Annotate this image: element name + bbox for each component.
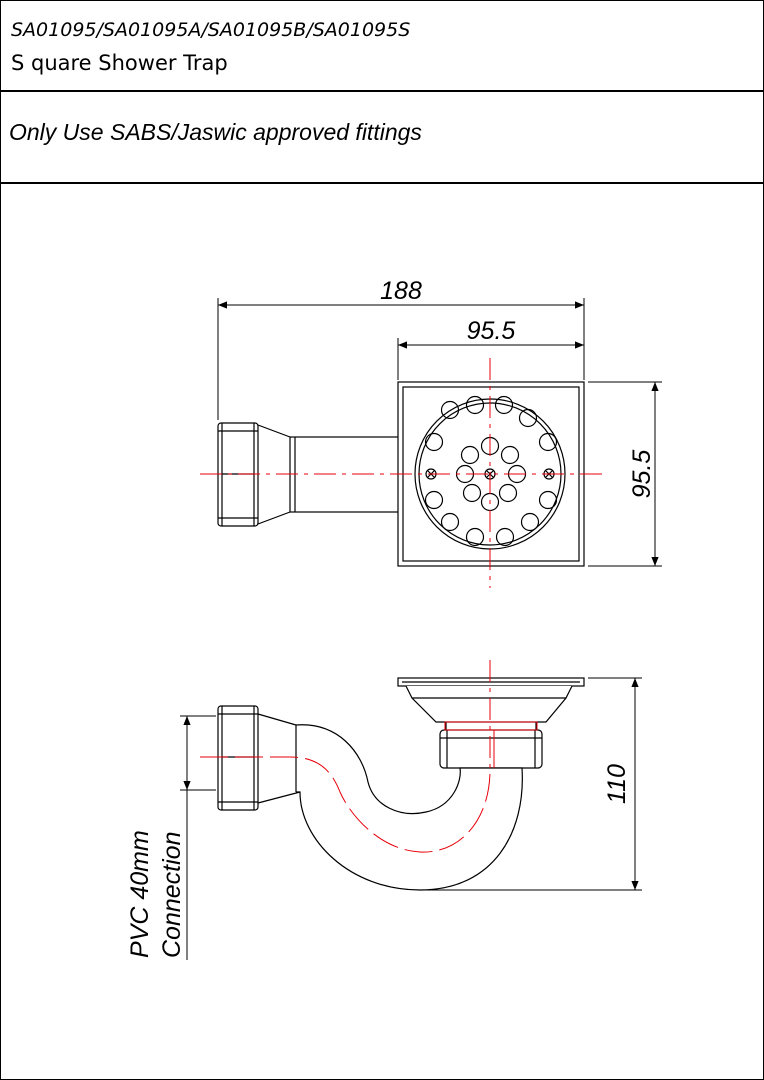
dim-overall-width: 188 <box>380 277 422 305</box>
trap-u-bend <box>295 724 523 891</box>
side-coupling-nut <box>217 705 259 811</box>
dim-trap-height: 110 <box>603 764 631 804</box>
side-centerlines <box>200 660 538 853</box>
connection-label-line1: PVC 40mm <box>126 830 154 958</box>
title-block: SA01095/SA01095A/SA01095B/SA01095S S qua… <box>1 1 763 92</box>
side-dimensions <box>180 677 642 960</box>
connection-label-line2: Connection <box>158 832 186 958</box>
side-outlet-nut <box>439 729 543 769</box>
side-view <box>217 677 585 891</box>
product-codes: SA01095/SA01095A/SA01095B/SA01095S <box>11 19 411 41</box>
fittings-note: Only Use SABS/Jaswic approved fittings <box>9 119 422 145</box>
product-name: S quare Shower Trap <box>11 51 228 75</box>
plan-centerlines <box>200 358 604 588</box>
dim-grate-height: 95.5 <box>628 450 656 499</box>
note-block: Only Use SABS/Jaswic approved fittings <box>1 92 763 184</box>
plan-dimensions <box>217 298 662 567</box>
dim-grate-width: 95.5 <box>467 317 516 345</box>
